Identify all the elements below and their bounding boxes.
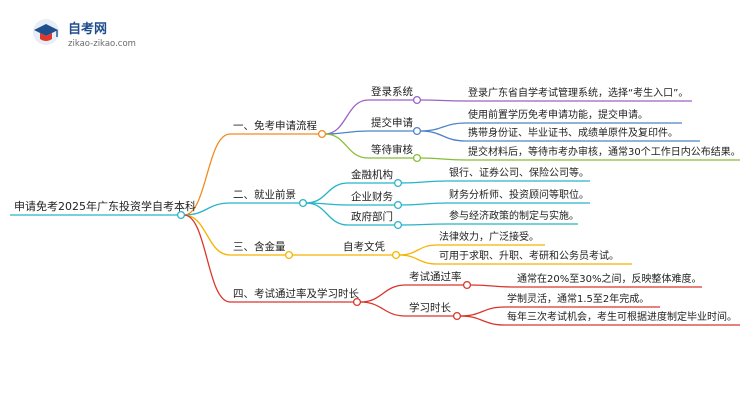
connector-branch-to-topic xyxy=(305,202,349,226)
topic-label: 学习时长 xyxy=(409,301,451,314)
connector-root-to-branch xyxy=(183,202,231,216)
connector-branch-to-topic xyxy=(305,182,349,204)
detail-label: 学制灵活，通常1.5至2年完成。 xyxy=(507,292,649,305)
topic-dot xyxy=(412,95,422,105)
detail-label: 法律效力，广泛接受。 xyxy=(439,230,539,243)
connector-topic-to-detail xyxy=(469,284,516,288)
topic-dot xyxy=(391,250,401,260)
branch-label: 四、考试通过率及学习时长 xyxy=(233,287,359,300)
connector-topic-to-detail xyxy=(398,254,438,265)
topic-label: 企业财务 xyxy=(351,190,393,203)
root-node-dot xyxy=(176,210,186,220)
topic-dot xyxy=(412,153,422,163)
branch-label: 二、就业前景 xyxy=(233,188,296,201)
connector-branch-to-topic xyxy=(359,301,407,317)
topic-label: 提交申请 xyxy=(371,116,413,129)
connector-topic-to-detail xyxy=(398,244,438,256)
connector-root-to-branch xyxy=(183,214,231,303)
connector-branch-to-topic xyxy=(324,99,369,135)
topic-dot xyxy=(462,280,472,290)
connector-topic-to-detail xyxy=(419,157,467,161)
branch-label: 一、免考申请流程 xyxy=(233,119,317,132)
branch-dot xyxy=(284,250,294,260)
detail-label: 每年三次考试机会，考生可根据进度制定毕业时间。 xyxy=(507,310,737,323)
root-node-label: 申请免考2025年广东投资学自考本科 xyxy=(14,199,196,213)
detail-label: 通常在20%至30%之间，反映整体难度。 xyxy=(517,272,701,285)
connector-topic-to-detail xyxy=(400,180,448,184)
connector-topic-to-detail xyxy=(459,315,506,326)
connector-layer xyxy=(10,99,740,326)
topic-label: 金融机构 xyxy=(351,168,393,181)
detail-label: 财务分析师、投资顾问等职位。 xyxy=(449,188,589,201)
topic-label: 政府部门 xyxy=(351,210,393,223)
branch-label: 三、含金量 xyxy=(233,240,286,253)
topic-label: 自考文凭 xyxy=(343,240,385,253)
detail-label: 携带身份证、毕业证书、成绩单原件及复印件。 xyxy=(468,126,678,139)
branch-dot xyxy=(298,198,308,208)
graduation-cap-icon xyxy=(33,19,59,45)
branch-dot xyxy=(352,297,362,307)
connector-root-to-branch xyxy=(183,133,231,216)
topic-dot xyxy=(452,311,462,321)
topic-label: 登录系统 xyxy=(371,85,413,98)
topic-label: 考试通过率 xyxy=(409,270,462,283)
connector-branch-to-topic xyxy=(324,133,369,159)
connector-branch-to-topic xyxy=(359,284,407,303)
topic-label: 等待审核 xyxy=(371,143,413,156)
node-layer: 申请免考2025年广东投资学自考本科 一、免考申请流程 登录系统 登录广东省自学考试管… xyxy=(14,85,741,323)
branch-dot xyxy=(317,129,327,139)
connector-topic-to-detail xyxy=(400,223,448,226)
connector-topic-to-detail xyxy=(419,130,467,142)
topic-dot xyxy=(393,178,403,188)
detail-label: 可用于求职、升职、考研和公务员考试。 xyxy=(439,249,619,262)
detail-label: 提交材料后，等待市考办审核，通常30个工作日内公布结果。 xyxy=(468,145,741,158)
site-logo: 自考网 zikao-zikao.com xyxy=(33,19,136,49)
connector-topic-to-detail xyxy=(459,306,506,317)
detail-label: 使用前置学历免考申请功能，提交申请。 xyxy=(468,108,648,121)
topic-dot xyxy=(393,220,403,230)
logo-title: 自考网 xyxy=(68,21,107,37)
detail-label: 银行、证券公司、保险公司等。 xyxy=(449,166,589,179)
connector-root-to-branch xyxy=(183,214,231,256)
detail-label: 参与经济政策的制定与实施。 xyxy=(449,209,579,222)
connector-topic-to-detail xyxy=(419,122,467,132)
topic-dot xyxy=(393,200,403,210)
logo-url: zikao-zikao.com xyxy=(68,39,136,49)
connector-topic-to-detail xyxy=(400,202,448,206)
connector-topic-to-detail xyxy=(419,99,467,102)
detail-label: 登录广东省自学考试管理系统，选择“考生入口”。 xyxy=(468,86,688,99)
topic-dot xyxy=(412,126,422,136)
